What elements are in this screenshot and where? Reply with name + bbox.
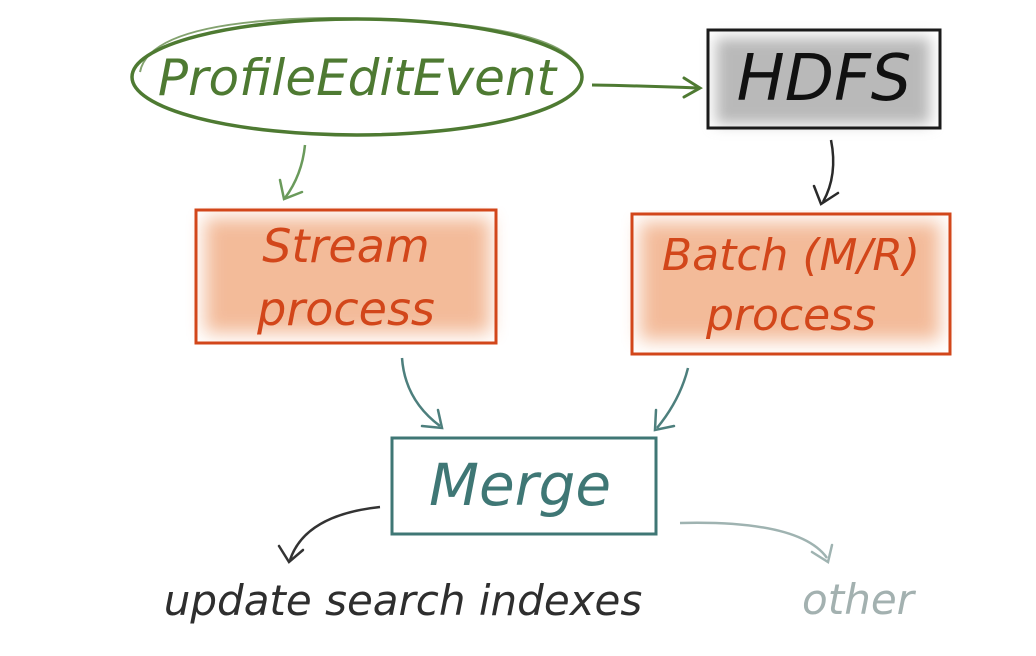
merge-label: Merge <box>429 451 611 519</box>
arrow-merge-to-other <box>679 521 834 564</box>
output-update-search-indexes: update search indexes <box>164 576 643 625</box>
arrow-batch-to-merge <box>653 367 690 432</box>
hdfs-smudge <box>716 38 930 124</box>
merge-box <box>390 436 658 536</box>
event-label: ProfileEditEvent <box>158 49 559 107</box>
hdfs-box <box>706 28 942 130</box>
batch-smudge <box>640 222 940 340</box>
node-batch-process: Batch (M/R) process <box>630 212 952 356</box>
arrow-event-to-hdfs <box>591 76 703 99</box>
node-hdfs: HDFS <box>706 28 942 130</box>
node-stream-process: Stream process <box>194 208 498 345</box>
node-merge: Merge <box>390 436 658 536</box>
node-profile-edit-event: ProfileEditEvent <box>130 16 584 137</box>
hdfs-label: HDFS <box>737 42 912 116</box>
batch-label-line1: Batch (M/R) <box>662 230 920 281</box>
arrow-event-to-stream <box>278 144 307 201</box>
stream-box <box>194 208 498 345</box>
batch-box <box>630 212 952 356</box>
arrow-merge-to-search <box>277 505 381 564</box>
stream-label-line1: Stream <box>262 219 429 273</box>
arrow-stream-to-merge <box>400 357 444 430</box>
event-ellipse-overstroke <box>139 16 581 73</box>
output-other: other <box>802 575 917 624</box>
arrow-hdfs-to-batch <box>812 139 840 206</box>
stream-label-line2: process <box>256 282 435 336</box>
stream-smudge <box>205 218 490 333</box>
batch-label-line2: process <box>705 290 876 341</box>
